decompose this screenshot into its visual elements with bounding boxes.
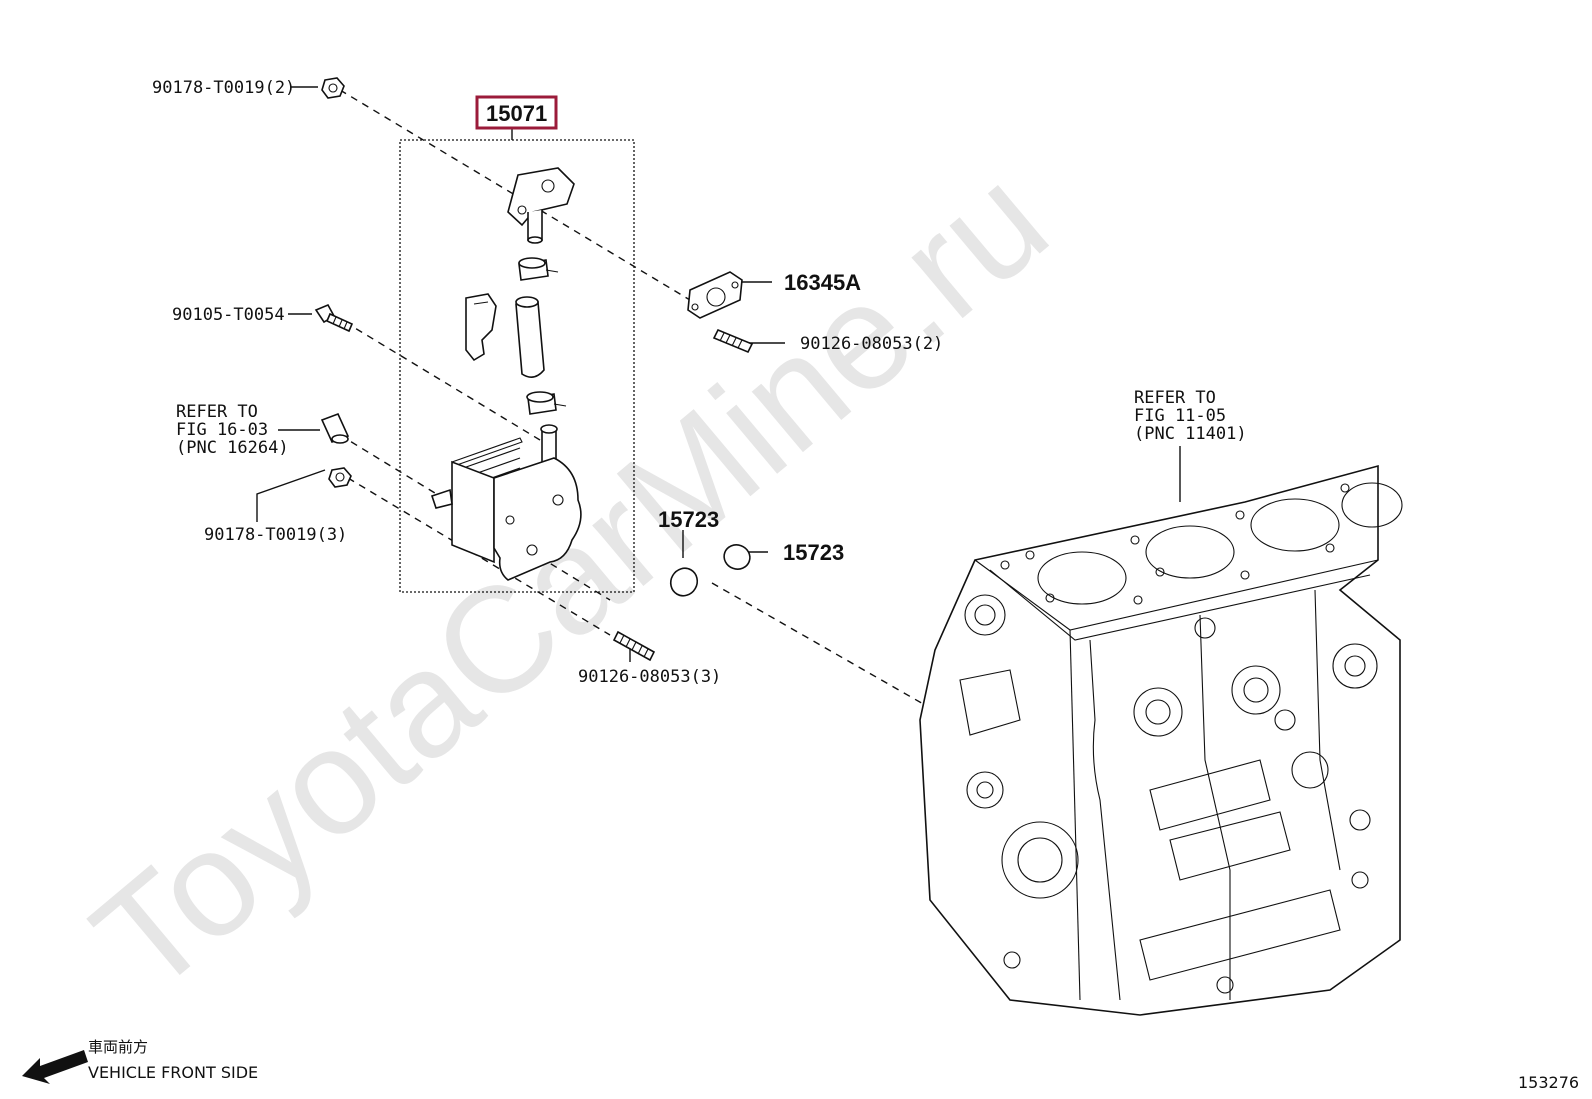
bolt-90105[interactable]: [314, 303, 354, 333]
label-bolt-top[interactable]: 90178-T0019(2): [152, 78, 295, 98]
leader-lines: [256, 86, 1181, 706]
direction-japanese: 車両前方: [88, 1038, 148, 1056]
part-labels: 90178-T0019(2) 15071 16345A 90126-08053(…: [152, 78, 1247, 687]
o-ring-15723-right[interactable]: [721, 541, 754, 572]
hose-clamp-upper[interactable]: [518, 257, 559, 281]
engine-block[interactable]: [919, 464, 1403, 1016]
oil-cooler-flange[interactable]: [507, 167, 575, 244]
coolant-hose[interactable]: [515, 296, 545, 378]
bolt-90178-top[interactable]: [321, 77, 345, 99]
label-refer-left-1: REFER TO: [176, 402, 258, 422]
highlight-frame: [475, 95, 558, 130]
label-refer-right-1: REFER TO: [1134, 388, 1216, 408]
direction-english: VEHICLE FRONT SIDE: [88, 1063, 258, 1082]
nut-90178-left[interactable]: [328, 467, 352, 488]
arrow-left-down-icon: [22, 1050, 88, 1084]
label-stud-right[interactable]: 90126-08053(2): [800, 334, 943, 354]
label-main-assembly[interactable]: 15071: [486, 101, 547, 126]
label-gasket[interactable]: 16345A: [784, 270, 861, 295]
o-ring-15723-left[interactable]: [666, 563, 703, 600]
label-nut-left[interactable]: 90178-T0019(3): [204, 525, 347, 545]
label-oring-1[interactable]: 15723: [658, 507, 719, 532]
label-refer-right-2[interactable]: FIG 11-05: [1134, 406, 1226, 426]
label-stud-bottom[interactable]: 90126-08053(3): [578, 667, 721, 687]
label-bolt-left[interactable]: 90105-T0054: [172, 305, 285, 325]
oil-cooler-core[interactable]: [430, 424, 582, 581]
pipe-refer-fig-16-03[interactable]: [320, 412, 350, 444]
stud-90126-right[interactable]: [712, 328, 754, 354]
gasket-16345a[interactable]: [687, 271, 743, 319]
label-refer-left-2[interactable]: FIG 16-03: [176, 420, 268, 440]
label-refer-left-3: (PNC 16264): [176, 438, 289, 458]
hose-bracket[interactable]: [465, 293, 497, 362]
figure-number: 153276: [1518, 1073, 1579, 1092]
label-oring-2[interactable]: 15723: [783, 540, 844, 565]
stud-90126-bottom[interactable]: [612, 630, 656, 662]
label-refer-right-3: (PNC 11401): [1134, 424, 1247, 444]
watermark: ToyotaCarMine.ru: [63, 135, 1078, 1025]
hose-clamp-lower[interactable]: [526, 391, 567, 415]
assembly-boundary-box: [399, 139, 635, 593]
direction-indicator: 車両前方 VEHICLE FRONT SIDE: [22, 1038, 258, 1084]
